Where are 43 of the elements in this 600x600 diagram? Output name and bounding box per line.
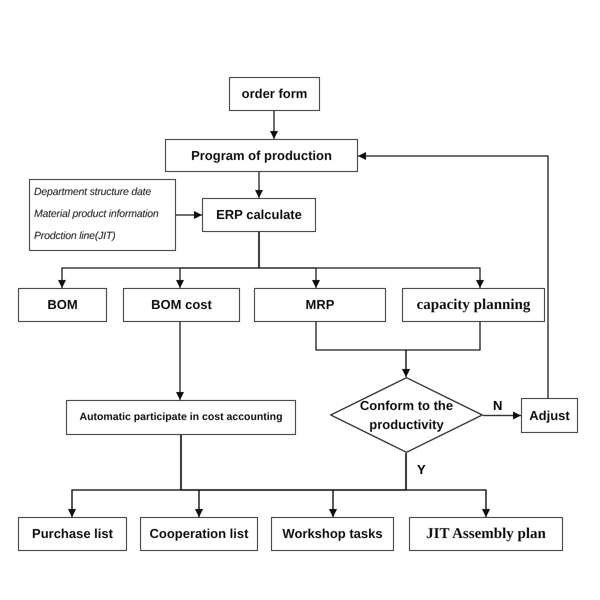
box-label: Automatic participate in cost accounting <box>79 410 283 425</box>
arrow <box>255 172 263 198</box>
process-box <box>165 139 358 172</box>
process-box <box>229 77 320 111</box>
box-label: Cooperation list <box>150 525 248 544</box>
arrow <box>405 453 490 517</box>
process-box <box>271 517 394 551</box>
process-box <box>18 288 107 322</box>
process-box <box>140 517 258 551</box>
box-label: capacity planning <box>416 296 530 315</box>
input-item: Department structure date <box>34 185 151 200</box>
process-box <box>409 517 563 551</box>
box-label: ERP calculate <box>216 206 302 224</box>
box-label: Adjust <box>529 406 570 425</box>
box-label: JIT Assembly plan <box>426 524 546 544</box>
input-item: Material product information <box>34 207 159 222</box>
process-box <box>254 288 386 322</box>
arrow <box>402 322 481 377</box>
edge-label: N <box>492 398 504 413</box>
box-label: Conform to the productivity <box>358 396 454 434</box>
process-box <box>66 400 296 435</box>
process-box <box>202 198 316 232</box>
arrow <box>270 111 278 139</box>
input-item: Prodction line(JIT) <box>34 229 116 244</box>
arrow <box>483 412 521 420</box>
box-label: MRP <box>306 296 334 314</box>
process-box <box>123 288 240 322</box>
box-label: BOM <box>47 296 78 314</box>
arrow <box>358 152 549 398</box>
decision-diamond <box>330 377 483 453</box>
box-label: Workshop tasks <box>282 525 383 544</box>
process-box <box>402 288 545 322</box>
arrow <box>176 322 184 400</box>
box-label: Purchase list <box>32 525 113 544</box>
input-list-box <box>29 179 176 251</box>
edge-label: Y <box>416 462 427 477</box>
arrow <box>176 211 202 219</box>
process-box <box>18 517 127 551</box>
process-box <box>521 398 578 433</box>
box-label: BOM cost <box>151 296 212 314</box>
box-label: Program of production <box>191 146 332 165</box>
arrow <box>258 232 484 288</box>
box-label: order form <box>242 85 308 104</box>
